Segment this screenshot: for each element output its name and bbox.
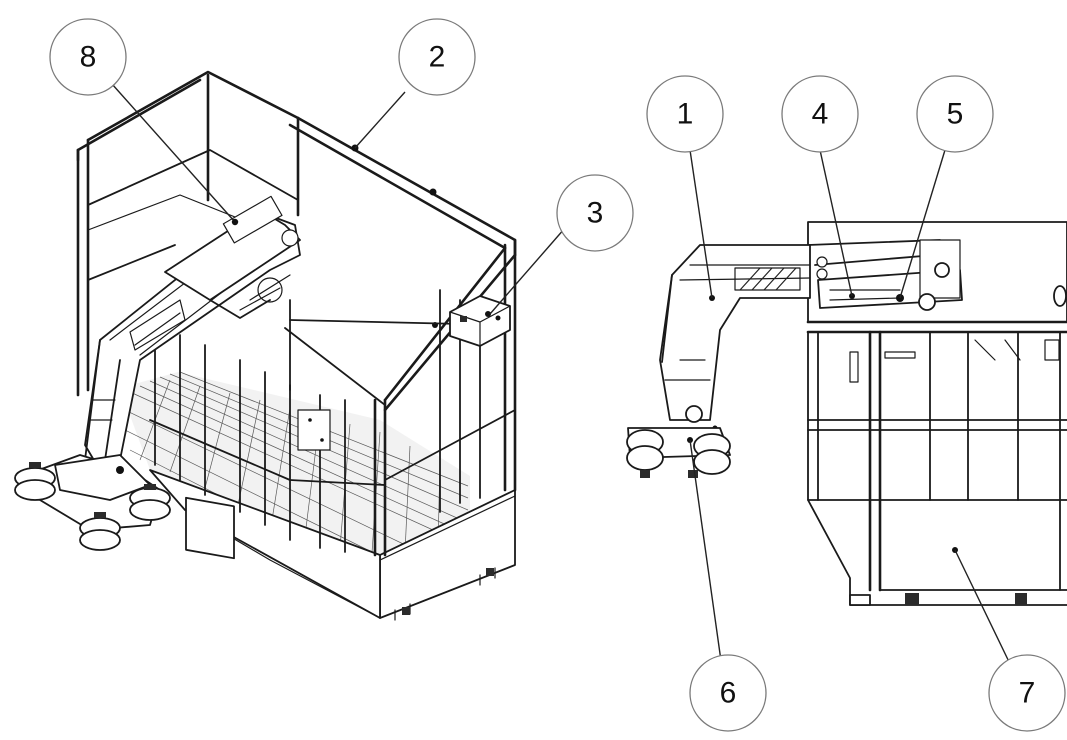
iso-basket-base [149, 469, 516, 621]
iso-arm-base [14, 454, 171, 551]
side-view [626, 221, 1067, 606]
callout-7-label: 7 [1019, 677, 1036, 710]
side-boom-arm [659, 244, 811, 431]
leader-7 [954, 549, 1013, 669]
leader-2 [354, 91, 406, 149]
iso-rotator-pads [14, 462, 171, 551]
leader-3 [489, 227, 566, 315]
callouts: 8 2 3 1 4 5 6 7 [49, 18, 1066, 732]
leader-8 [111, 83, 236, 223]
leader-4 [819, 149, 853, 297]
iso-view [14, 70, 517, 621]
iso-front-cage [154, 299, 346, 553]
callout-8: 8 [49, 18, 127, 96]
callout-2-label: 2 [429, 41, 446, 74]
callout-6: 6 [689, 654, 767, 732]
callout-7: 7 [988, 654, 1066, 732]
iso-basket-posts [76, 73, 517, 557]
callout-5-label: 5 [947, 98, 964, 131]
callout-2: 2 [398, 18, 476, 96]
iso-boom-arm [84, 195, 301, 463]
callout-6-label: 6 [720, 677, 737, 710]
callout-1: 1 [646, 75, 724, 153]
side-feet [849, 593, 1027, 606]
leader-lines [111, 83, 1013, 669]
callout-5: 5 [916, 75, 994, 153]
side-rotator-pads [626, 427, 731, 478]
callout-8-label: 8 [80, 41, 97, 74]
iso-control-box [449, 295, 511, 347]
callout-4: 4 [781, 75, 859, 153]
callout-1-label: 1 [677, 98, 694, 131]
leader-6 [689, 439, 723, 669]
callout-4-label: 4 [812, 98, 829, 131]
iso-floor-grating [120, 371, 470, 557]
side-top-mechanism [807, 239, 1067, 361]
leader-1 [689, 149, 713, 299]
iso-top-rail [76, 70, 517, 412]
leader-8-dot [231, 218, 239, 226]
callout-3: 3 [556, 174, 634, 252]
callout-3-label: 3 [587, 197, 604, 230]
leader-5 [899, 149, 946, 299]
